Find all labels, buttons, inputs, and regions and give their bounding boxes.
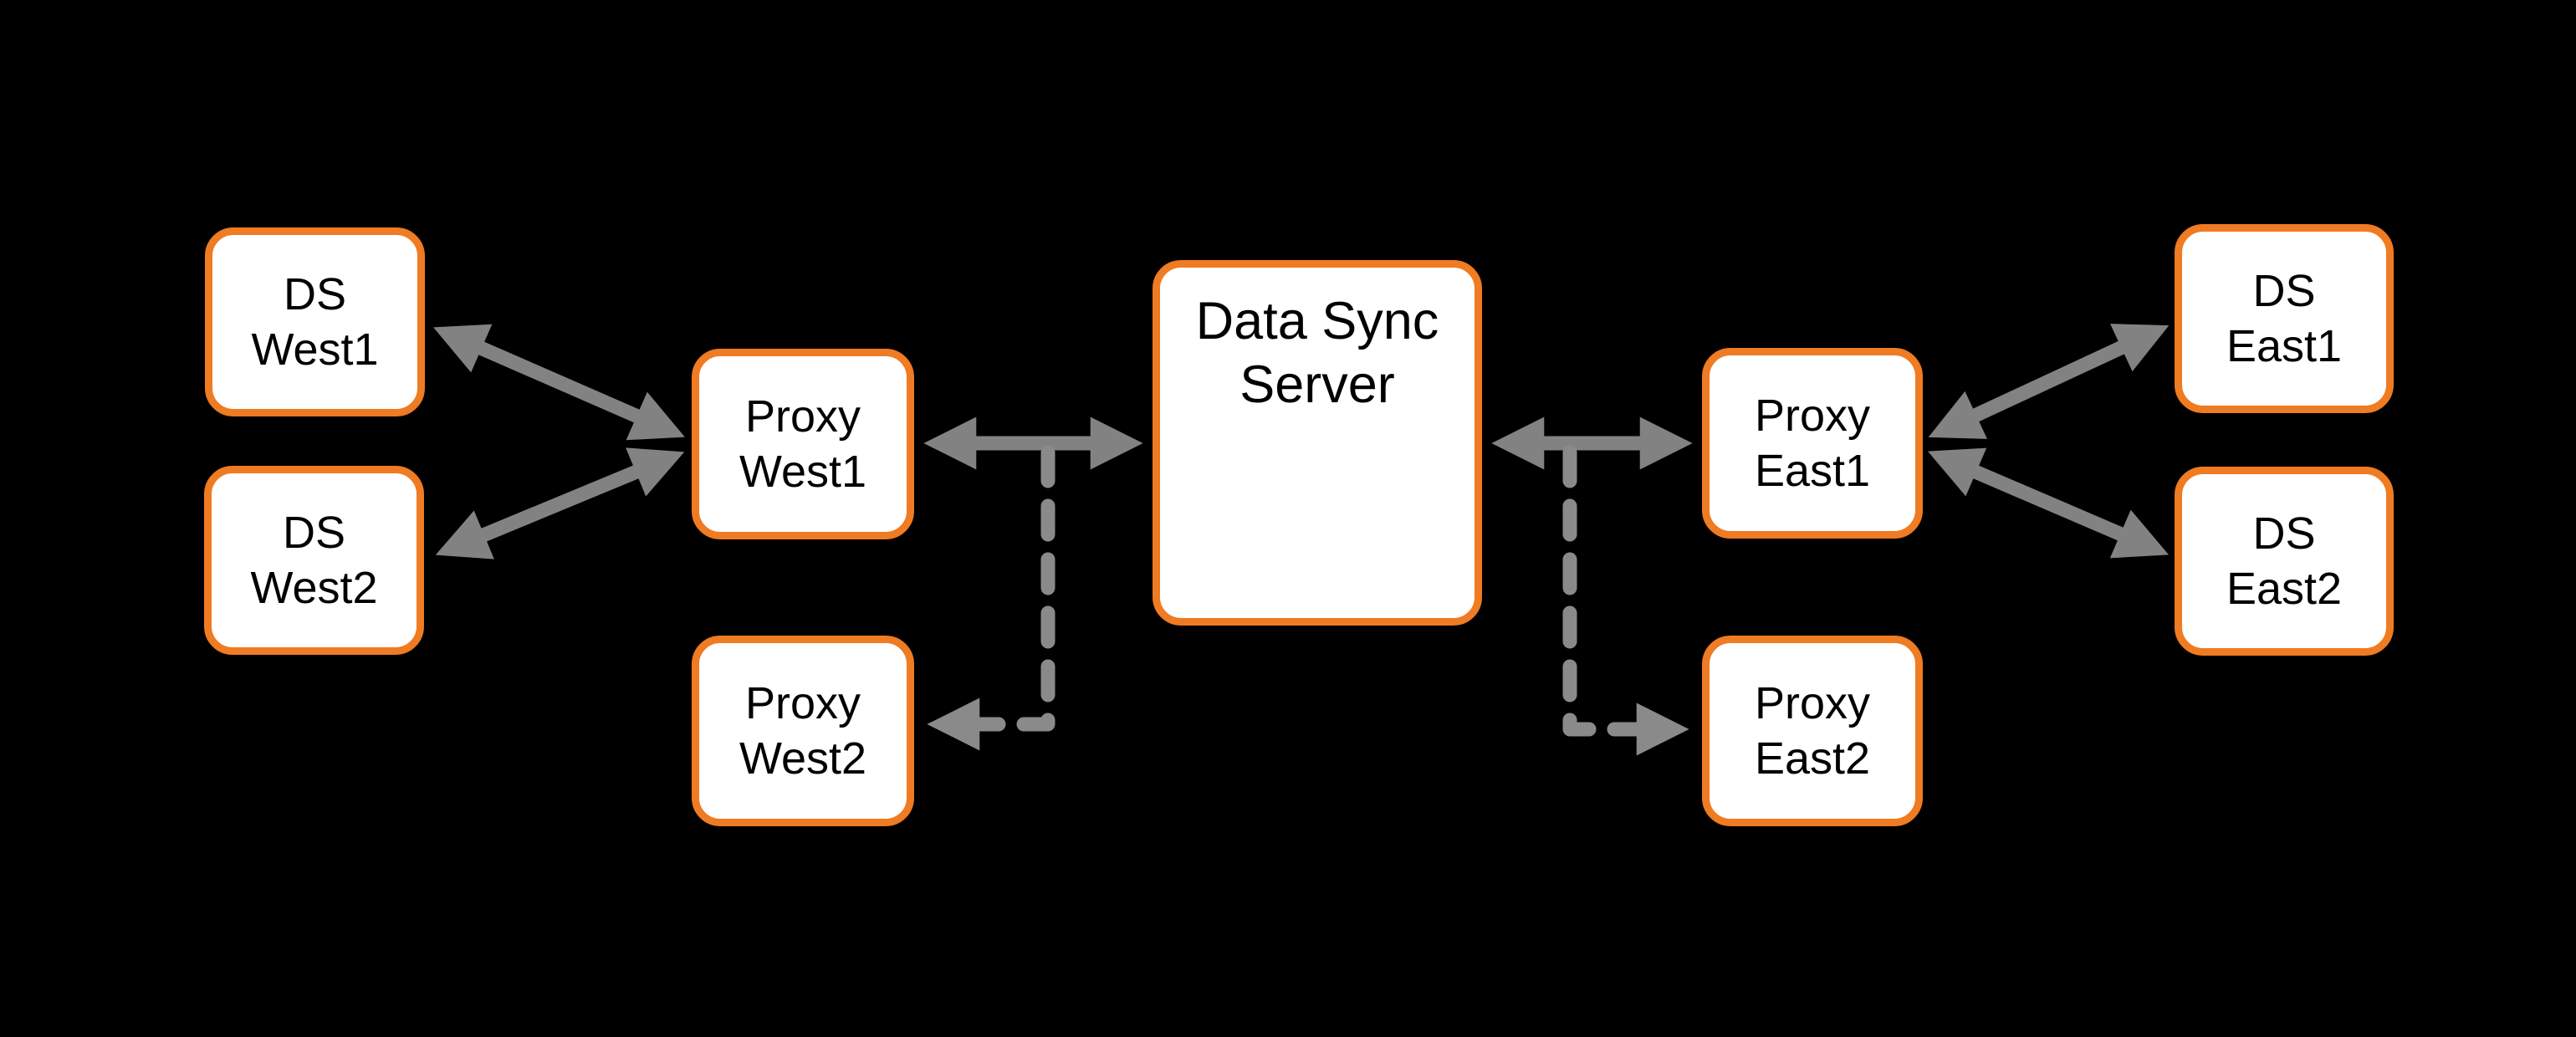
node-proxy-west2: Proxy West2 [692, 636, 914, 826]
node-ds-west2-label: DS West2 [250, 508, 378, 613]
node-ds-west1: DS West1 [205, 227, 425, 416]
edge-proxyeast1-dseast2 [1927, 447, 2170, 559]
node-proxy-east1-label: Proxy East1 [1754, 391, 1871, 496]
edge-link-proxywest2-dashed [927, 445, 1055, 751]
node-ds-west1-label: DS West1 [251, 269, 379, 375]
node-proxy-east2-label: Proxy East2 [1754, 678, 1871, 784]
node-proxy-west2-label: Proxy West2 [739, 678, 867, 784]
node-ds-east2-label: DS East2 [2226, 508, 2343, 614]
node-data-sync-server-label: Data Sync Server [1195, 292, 1439, 414]
node-proxy-east2: Proxy East2 [1702, 636, 1923, 826]
node-proxy-west1: Proxy West1 [692, 349, 914, 539]
node-proxy-east1: Proxy East1 [1702, 348, 1923, 539]
node-data-sync-server: Data Sync Server [1153, 260, 1482, 626]
node-proxy-west1-label: Proxy West1 [739, 391, 867, 497]
edge-link-proxyeast2-dashed [1562, 445, 1689, 756]
edge-proxyeast1-dseast1 [1928, 324, 2170, 439]
node-ds-east2: DS East2 [2175, 467, 2394, 656]
node-ds-east1-label: DS East1 [2226, 266, 2343, 371]
edge-dswest2-proxywest1 [435, 447, 685, 559]
node-ds-east1: DS East1 [2175, 224, 2394, 413]
edge-dswest1-proxywest1 [433, 324, 685, 441]
node-ds-west2: DS West2 [204, 466, 424, 655]
